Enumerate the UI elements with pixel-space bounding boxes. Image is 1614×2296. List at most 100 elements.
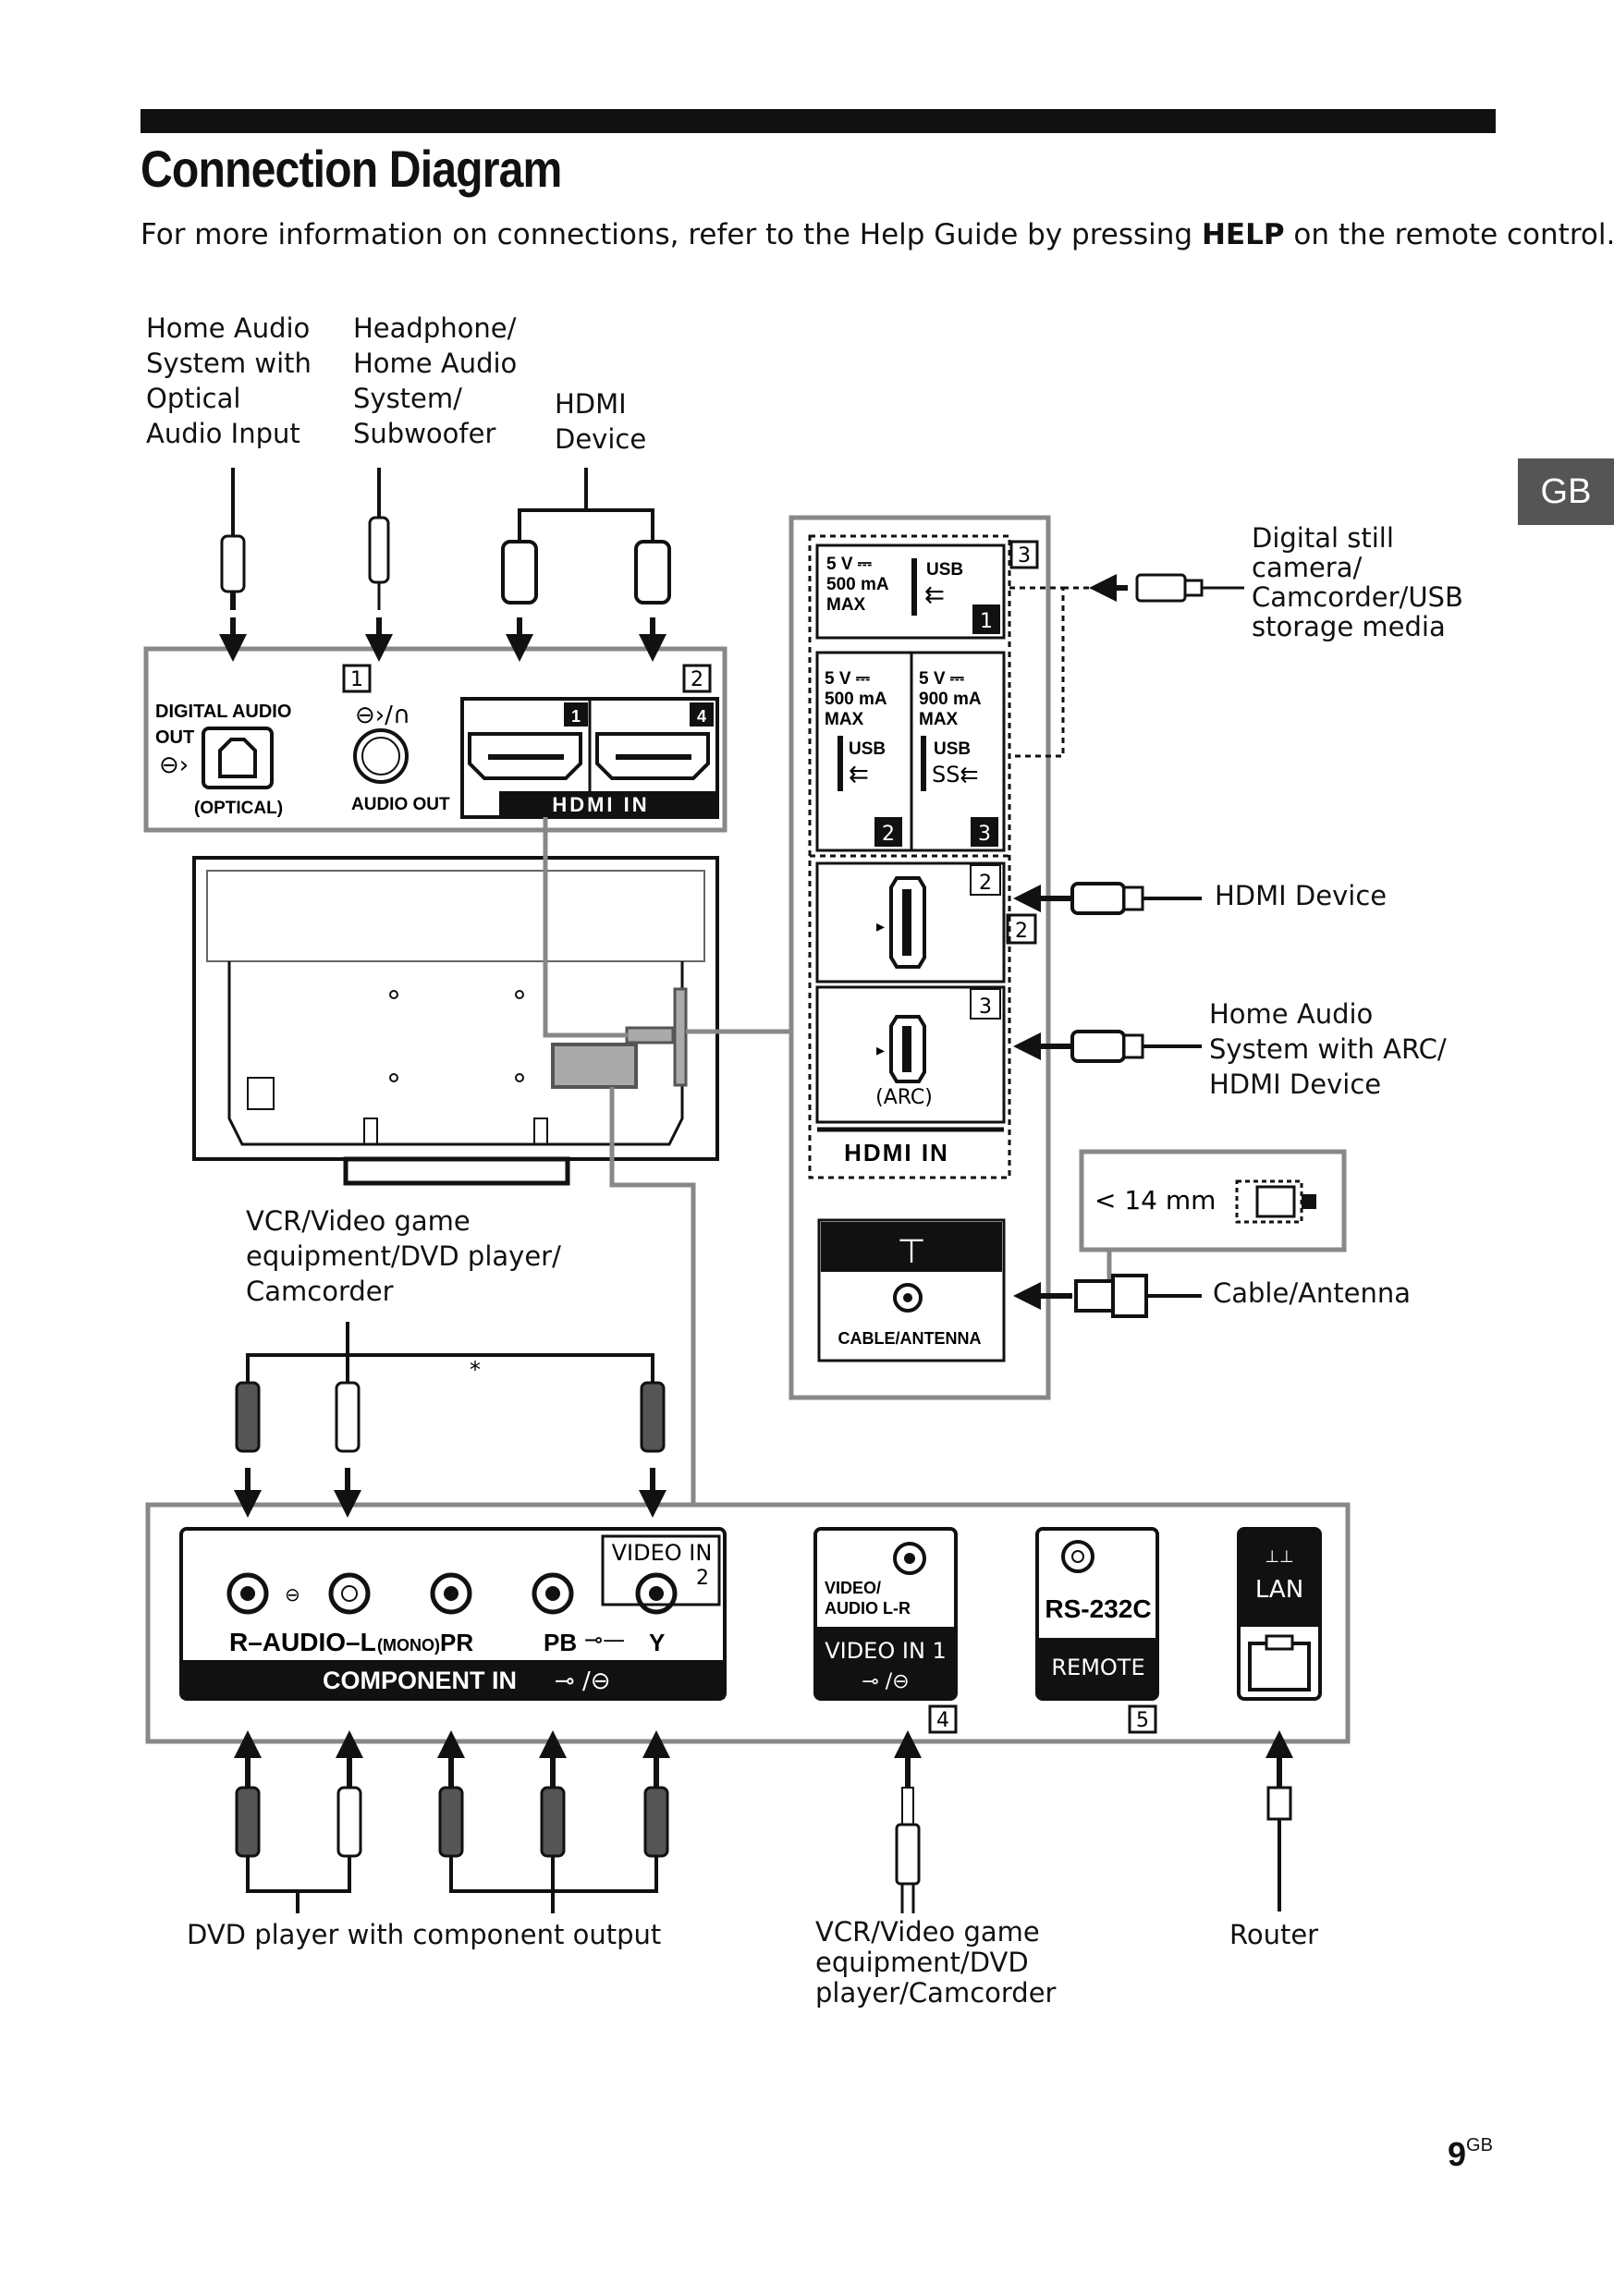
component-icon: ⊸ /⊖: [555, 1667, 611, 1695]
svg-text:▸: ▸: [876, 917, 885, 936]
audio-out-label: AUDIO OUT: [351, 795, 450, 814]
lan-block: [1237, 1527, 1322, 1701]
hdmi-plug-right-1: [1070, 882, 1126, 915]
hdmi-port-4-num: 4: [697, 707, 706, 726]
usb2-spec-line3: MAX: [825, 710, 864, 729]
rca-plug-white-top: [335, 1381, 361, 1453]
rca-plug-red-top: [235, 1381, 261, 1453]
antenna-plug: [1074, 1279, 1115, 1313]
svg-text:⊸ /⊖: ⊸ /⊖: [862, 1670, 909, 1693]
usb2-num: 2: [882, 823, 895, 846]
label-router: Router: [1229, 1919, 1319, 1950]
usb2-icon: ⇇: [849, 761, 869, 788]
label-vcr-bottom: VCR/Video game equipment/DVD player/Camc…: [815, 1916, 1057, 2009]
video-in-1-block: [813, 1527, 958, 1701]
usb1-spec-line3: MAX: [826, 595, 866, 615]
usb1-block: [815, 543, 1006, 640]
hdmi-plug-right-2: [1070, 1030, 1126, 1063]
top-rule: [141, 109, 1496, 133]
svg-text:⊸—: ⊸—: [584, 1627, 625, 1653]
lan-label: LAN: [1255, 1576, 1303, 1604]
usb1-spec-line1: 5 V ⎓: [826, 555, 872, 574]
usb-plug: [1135, 573, 1187, 603]
video-in-1-label: VIDEO IN 1: [825, 1638, 947, 1664]
mini-jack-plug: [901, 1787, 914, 1826]
box-2-right: [1006, 913, 1037, 945]
panel-bottom: [145, 1502, 1351, 1744]
usb1-num: 1: [980, 610, 993, 633]
antenna-size-box: [1079, 1149, 1347, 1252]
video-in-2-label: VIDEO IN: [612, 1540, 713, 1566]
rs232c-jack: [1061, 1540, 1094, 1573]
label-home-audio-arc: Home Audio System with ARC/ HDMI Device: [1209, 998, 1447, 1100]
usb2-spec-line2: 500 mA: [825, 690, 887, 709]
antenna-icon: ⊤: [897, 1233, 925, 1271]
usb2-label: USB: [849, 739, 886, 759]
headphone-plug: [368, 516, 390, 584]
lan-plug: [1266, 1786, 1292, 1821]
usb3-label: USB: [934, 739, 971, 759]
rs232c-label: RS-232C: [1045, 1594, 1151, 1623]
hdmi-plug-4: [634, 540, 671, 605]
remote-label: REMOTE: [1051, 1655, 1144, 1680]
usb1-icon: ⇇: [924, 581, 945, 609]
hdmi-port-2: [889, 876, 926, 969]
svg-text:▸: ▸: [876, 1041, 885, 1060]
panel-top-left: [143, 646, 728, 833]
optical-port-shape: [218, 738, 257, 778]
rca-plug-pb-bottom: [540, 1786, 566, 1858]
label-headphone: Headphone/ Home Audio System/ Subwoofer: [353, 312, 518, 449]
box-4: [928, 1704, 958, 1734]
usb2-spec-line1: 5 V ⎓: [825, 669, 870, 689]
hdmi2-block: [815, 861, 1006, 983]
video-in-2-num: 2: [696, 1567, 709, 1590]
antenna-size-label: < 14 mm: [1094, 1185, 1216, 1215]
hdmi-port-1-num: 1: [571, 707, 581, 726]
usb1-label: USB: [926, 560, 963, 580]
hdmi-in-right-label: HDMI IN: [844, 1139, 949, 1166]
label-hdmi-device-right: HDMI Device: [1215, 880, 1388, 911]
mono-label: (MONO): [377, 1636, 440, 1655]
label-cable-antenna: Cable/Antenna: [1213, 1277, 1412, 1309]
video-audio-jack: [893, 1542, 926, 1575]
y-jack: [635, 1572, 678, 1615]
audio-out-jack: [353, 728, 409, 784]
rca-plug-yellow-top: [640, 1381, 666, 1453]
pb-label: PB: [544, 1629, 577, 1656]
usb3-superspeed-icon: SS⇇: [932, 762, 979, 788]
rca-plug-y-bottom: [643, 1786, 669, 1858]
label-dvd-component: DVD player with component output: [187, 1919, 662, 1950]
hdmi2-num: 2: [979, 872, 992, 895]
page-title: Connection Diagram: [141, 140, 562, 198]
box-2-right-num: 2: [1015, 920, 1028, 943]
usb3-spec-line2: 900 mA: [919, 690, 982, 709]
rca-plug-pr-bottom: [438, 1786, 464, 1858]
label-usb-device: Digital still camera/ Camcorder/USB stor…: [1252, 522, 1463, 642]
usb3-num: 3: [978, 823, 991, 846]
page-number-suffix: GB: [1466, 2135, 1493, 2156]
rca-plug-white-bottom: [336, 1786, 362, 1858]
hdmi-port-4: [595, 732, 710, 780]
optical-plug: [220, 534, 246, 593]
cable-antenna-label: CABLE/ANTENNA: [838, 1329, 982, 1348]
help-key-label: HELP: [1201, 218, 1285, 251]
subtitle-text-end: on the remote control.: [1284, 218, 1614, 251]
hdmi-port-3: [889, 1015, 926, 1083]
subtitle-text: For more information on connections, ref…: [141, 218, 1202, 251]
hdmi-plug-1: [501, 540, 538, 605]
asterisk-note: *: [470, 1357, 481, 1383]
usb3-spec-line3: MAX: [919, 710, 959, 729]
hdmi-in-label: HDMI IN: [552, 793, 649, 816]
box-2-num: 2: [691, 668, 703, 691]
optical-port: [202, 727, 274, 789]
label-home-audio-optical: Home Audio System with Optical Audio Inp…: [146, 312, 312, 449]
tv-rear: [192, 856, 719, 1161]
pr-label: PR: [440, 1629, 473, 1656]
video-audio-line2: AUDIO L-R: [825, 1599, 911, 1618]
page-subtitle: For more information on connections, ref…: [141, 218, 1614, 251]
hdmi3-num: 3: [979, 995, 992, 1019]
page-number-value: 9: [1448, 2135, 1467, 2173]
cable-antenna-port: [893, 1283, 923, 1313]
panel-right: [789, 515, 1051, 1400]
